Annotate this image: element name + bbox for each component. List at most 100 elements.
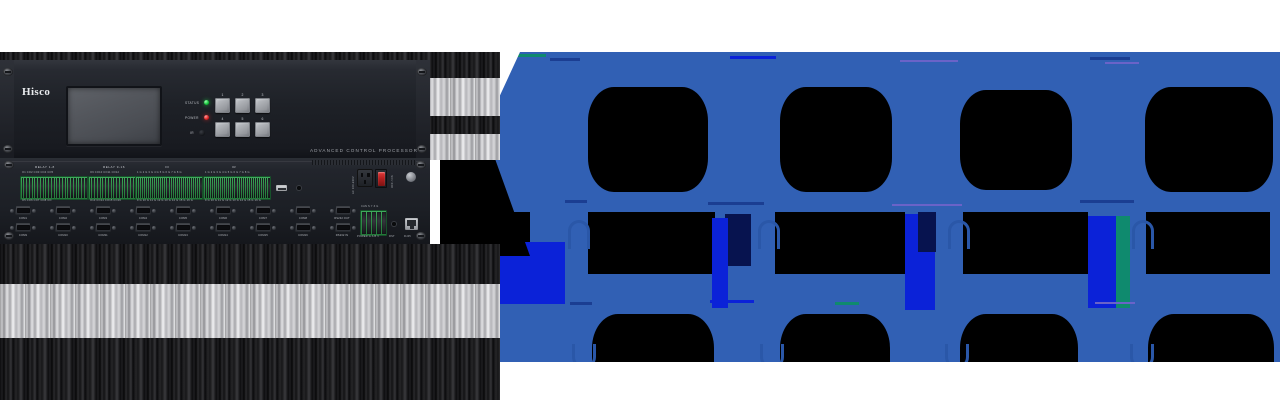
terminal-pin xyxy=(125,178,127,198)
serial-port-com11[interactable] xyxy=(90,223,116,233)
terminal-pin xyxy=(119,178,122,198)
terminal-pin xyxy=(243,178,245,198)
preset-button-1[interactable] xyxy=(215,98,230,113)
preset-button-2[interactable] xyxy=(235,98,250,113)
serial-label: COM11 xyxy=(98,234,108,237)
terminal-pin xyxy=(181,178,183,198)
terminal-pin xyxy=(245,178,247,198)
serial-port-com13[interactable] xyxy=(170,223,196,233)
glitch-seam xyxy=(1080,200,1134,203)
power-indicator: POWER xyxy=(185,115,209,120)
terminal-pin xyxy=(175,178,177,198)
terminal-pin xyxy=(103,178,105,198)
terminal-pin xyxy=(196,178,198,198)
ground-stud xyxy=(406,172,416,182)
ir-caption: IR xyxy=(232,165,237,169)
terminal-pin xyxy=(376,212,381,234)
serial-port-com3[interactable] xyxy=(90,206,116,216)
terminal-pin xyxy=(208,178,210,198)
terminal-pin xyxy=(161,178,163,198)
corrupted-image-region xyxy=(440,52,1280,362)
reset-pinhole[interactable] xyxy=(297,186,301,190)
serial-port-rs232-in[interactable] xyxy=(330,223,356,233)
serial-port-com6[interactable] xyxy=(210,206,236,216)
terminal-pin xyxy=(117,178,119,198)
serial-label: COM12 xyxy=(138,234,148,237)
terminal-pin xyxy=(225,178,227,198)
brand-logo: Hisco xyxy=(22,86,51,98)
terminal-pin xyxy=(212,178,214,198)
preset-button-3[interactable] xyxy=(255,98,270,113)
terminal-pin xyxy=(163,178,165,198)
glitch-pill xyxy=(712,218,728,308)
preset-button-5[interactable] xyxy=(235,122,250,137)
terminal-pin xyxy=(361,212,366,234)
ac-pin xyxy=(360,173,363,177)
io-terminal-block[interactable] xyxy=(135,176,203,200)
rack-ear-left xyxy=(0,60,14,160)
terminal-pin xyxy=(146,178,148,198)
backdrop-strip-dark xyxy=(0,338,500,400)
button-number: 3 xyxy=(261,93,264,97)
terminal-pin xyxy=(150,178,152,198)
glitch-arc xyxy=(758,220,780,249)
glitch-seam xyxy=(1105,62,1139,64)
terminal-pin xyxy=(258,178,260,198)
usb-port[interactable] xyxy=(276,185,287,191)
power-switch[interactable] xyxy=(375,169,387,188)
terminal-pin xyxy=(214,178,216,198)
ir-terminal-block[interactable] xyxy=(203,176,271,200)
serial-label: COM10 xyxy=(58,234,68,237)
serial-port-com9[interactable] xyxy=(10,223,36,233)
serial-port-rs232-out[interactable] xyxy=(330,206,356,216)
glitch-arc xyxy=(945,344,969,362)
vent-grille xyxy=(312,160,416,165)
serial-port-com14[interactable] xyxy=(210,223,236,233)
serial-port-com1[interactable] xyxy=(10,206,36,216)
terminal-pin xyxy=(57,178,59,198)
lcd-screen[interactable] xyxy=(66,86,162,146)
terminal-pin xyxy=(173,178,175,198)
can-power-terminal[interactable] xyxy=(360,210,387,236)
serial-label: COM7 xyxy=(258,217,268,220)
ethernet-port[interactable] xyxy=(405,218,418,230)
serial-port-com8[interactable] xyxy=(290,206,316,216)
serial-port-com5[interactable] xyxy=(170,206,196,216)
serial-port-com10[interactable] xyxy=(50,223,76,233)
serial-port-com15[interactable] xyxy=(250,223,276,233)
relay-terminal-block-1[interactable] xyxy=(20,176,88,200)
serial-port-com4[interactable] xyxy=(130,206,156,216)
relay2-top-pins: O9 CO10 CO11 CO12 xyxy=(90,171,120,174)
preset-button-4[interactable] xyxy=(215,122,230,137)
terminal-pin xyxy=(186,178,188,198)
power-led-icon xyxy=(203,115,209,120)
preset-button-6[interactable] xyxy=(255,122,270,137)
terminal-pin xyxy=(216,178,218,198)
power-terminal-label: POWER G A B V xyxy=(357,235,380,238)
can-terminal-label: CAN S Y Z G xyxy=(361,205,379,208)
serial-port-com7[interactable] xyxy=(250,206,276,216)
io-caption: IO xyxy=(165,165,170,169)
terminal-pin xyxy=(204,178,206,198)
terminal-pin xyxy=(24,178,26,198)
glitch-pill xyxy=(1088,216,1116,308)
terminal-pin xyxy=(165,178,167,198)
glitch-seam xyxy=(835,302,859,305)
reset-button[interactable] xyxy=(392,222,396,226)
terminal-pin xyxy=(237,178,239,198)
backdrop-strip-light xyxy=(0,284,500,338)
terminal-pin xyxy=(183,178,185,198)
io-top-pins: 1 G 2 G 3 G 4 G 5 G 6 G 7 G 8 G xyxy=(137,171,182,174)
button-number: 2 xyxy=(241,93,244,97)
serial-port-com16[interactable] xyxy=(290,223,316,233)
button-number: 1 xyxy=(221,93,224,97)
terminal-pin xyxy=(54,178,57,198)
ac-power-inlet[interactable] xyxy=(357,169,373,187)
serial-port-com2[interactable] xyxy=(50,206,76,216)
glitch-seam xyxy=(892,204,962,206)
glitch-seam xyxy=(1116,216,1130,308)
serial-port-com12[interactable] xyxy=(130,223,156,233)
terminal-pin xyxy=(21,178,24,198)
terminal-pin xyxy=(128,178,130,198)
terminal-pin xyxy=(142,178,144,198)
